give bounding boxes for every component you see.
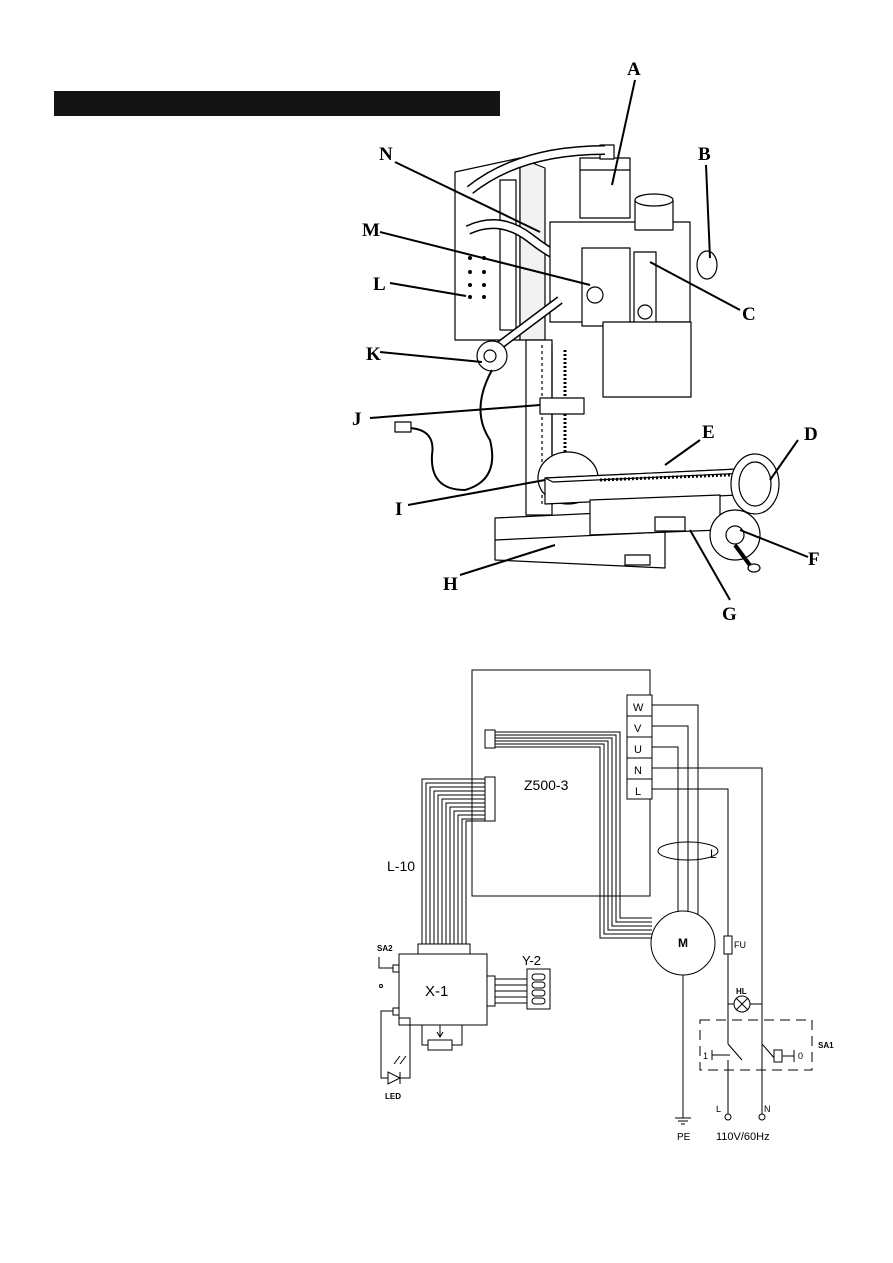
board-x-1 xyxy=(398,953,488,1026)
label-sa1: SA1 xyxy=(818,1041,834,1050)
cable-ring xyxy=(657,841,719,861)
motor-m xyxy=(650,910,716,976)
depth-stop xyxy=(539,397,585,415)
terminal-supply-n xyxy=(758,1113,766,1121)
label-supply-l: L xyxy=(716,1104,721,1114)
controller-z500-3 xyxy=(471,669,651,897)
connector-y2-socket xyxy=(486,975,496,1007)
callout-leaders xyxy=(369,79,809,601)
connector-strip-x1 xyxy=(417,943,471,955)
label-sa1-on: 1 xyxy=(703,1051,708,1061)
lamp-hl xyxy=(728,995,762,1013)
callout-i: I xyxy=(395,499,402,520)
head-control-box xyxy=(581,247,631,327)
spindle-motor xyxy=(579,157,631,219)
label-supply-voltage: 110V/60Hz xyxy=(716,1131,770,1143)
speed-knob xyxy=(586,286,604,304)
label-fu: FU xyxy=(734,940,746,950)
mill-drill-figure: A B C D E F G H I J K L M N xyxy=(352,59,820,625)
terminal-w: W xyxy=(633,702,644,714)
ribbon-controller-to-motor xyxy=(495,731,652,939)
label-sa1-off: 0 xyxy=(798,1051,803,1061)
label-pe: PE xyxy=(677,1132,691,1143)
callout-f: F xyxy=(808,549,820,570)
ribbon-l-10 xyxy=(421,778,485,944)
controller-connector-top xyxy=(484,729,496,749)
label-z500-3: Z500-3 xyxy=(524,777,569,793)
callout-c: C xyxy=(742,304,756,325)
label-hl: HL xyxy=(736,987,747,996)
callout-h: H xyxy=(443,574,458,595)
terminal-l: L xyxy=(635,786,641,798)
label-x-1: X-1 xyxy=(425,983,448,1000)
terminal-block xyxy=(626,694,653,800)
label-ring-l: L xyxy=(710,847,717,861)
label-supply-n: N xyxy=(764,1104,771,1114)
potentiometer xyxy=(421,1025,463,1051)
section-header-bar xyxy=(54,91,500,116)
callout-l: L xyxy=(373,274,386,295)
callout-a: A xyxy=(627,59,641,80)
callout-e: E xyxy=(702,422,715,443)
switch-sa1 xyxy=(699,1019,813,1098)
fine-feed-knob xyxy=(696,250,718,280)
connector-y-2 xyxy=(526,968,551,1010)
terminal-n: N xyxy=(634,765,642,777)
terminal-supply-l xyxy=(724,1113,732,1121)
callout-n: N xyxy=(379,144,393,165)
terminal-v: V xyxy=(634,723,642,735)
callout-g: G xyxy=(722,604,737,625)
terminal-u: U xyxy=(634,744,642,756)
ground-symbol xyxy=(675,1117,691,1125)
supply-wires xyxy=(652,767,763,1115)
callout-b: B xyxy=(698,144,711,165)
callout-m: M xyxy=(362,220,380,241)
callout-k: K xyxy=(366,344,381,365)
label-y-2: Y-2 xyxy=(522,953,541,968)
callout-d: D xyxy=(804,424,818,445)
motor-phase-wires xyxy=(652,704,699,934)
wires-to-y2 xyxy=(495,978,527,1004)
controller-connector-left xyxy=(484,776,496,822)
label-led: LED xyxy=(385,1092,401,1101)
fuse-fu xyxy=(723,935,733,955)
x-axis-handwheel xyxy=(730,453,780,515)
label-l-10: L-10 xyxy=(387,858,415,874)
switch-sa2 xyxy=(378,957,400,988)
spindle-housing xyxy=(602,321,692,398)
wire-controller-top xyxy=(471,669,651,726)
label-sa2: SA2 xyxy=(377,944,393,953)
power-cord xyxy=(409,369,494,491)
y2-pins xyxy=(531,973,546,1005)
led-indicator xyxy=(380,1007,411,1085)
label-motor: M xyxy=(678,936,688,950)
callout-j: J xyxy=(352,409,362,430)
